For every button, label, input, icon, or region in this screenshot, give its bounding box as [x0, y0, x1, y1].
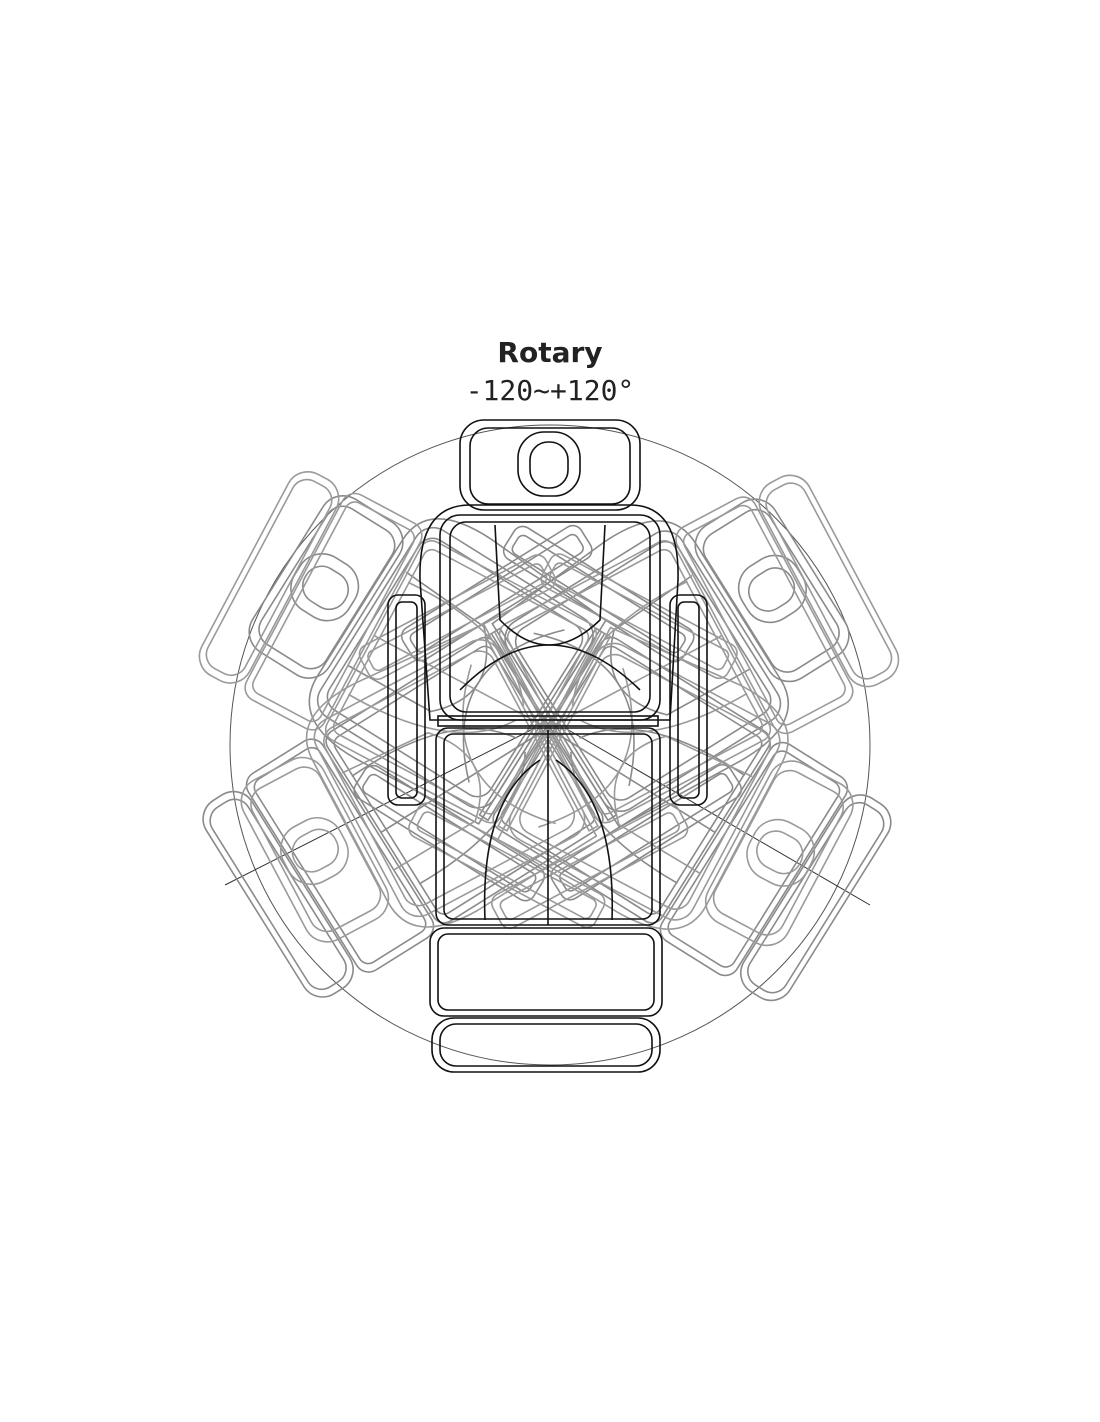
- left-limit-line: [224, 727, 536, 886]
- chair-top-view: [387, 419, 708, 1073]
- diagram-title: Rotary: [497, 336, 603, 369]
- rotation-range-circle: [229, 424, 871, 1066]
- rotation-range-label: -120~+120°: [465, 374, 635, 407]
